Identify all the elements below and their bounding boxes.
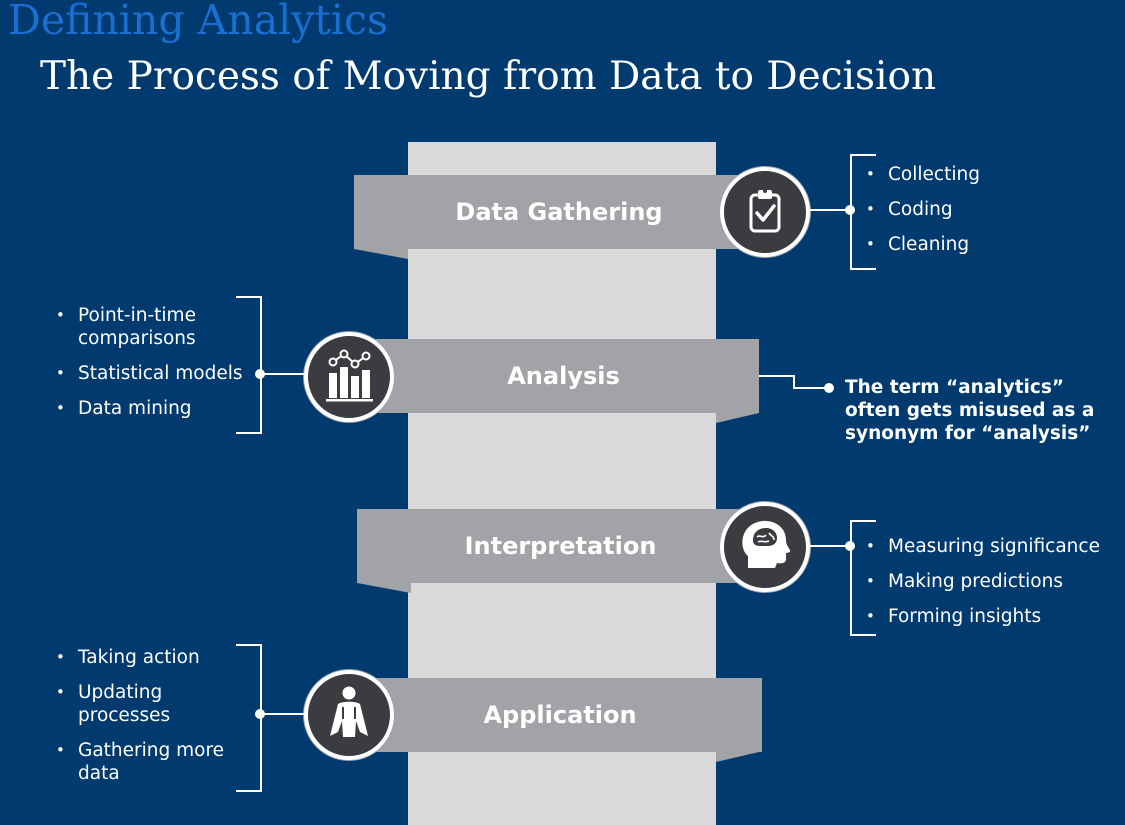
bullet-item: Measuring significance — [864, 535, 1100, 558]
bullet-item: Coding — [864, 198, 980, 221]
band-fold — [716, 752, 759, 762]
bullet-item: Updating processes — [54, 681, 234, 727]
bullet-item: Statistical models — [54, 362, 254, 385]
bullet-item: Taking action — [54, 646, 234, 669]
stage-label: Analysis — [507, 362, 620, 390]
analytics-note: The term “analytics” often gets misused … — [845, 377, 1095, 444]
bullet-item: Forming insights — [864, 605, 1100, 628]
stage-band-analysis: Analysis — [368, 339, 759, 413]
badge — [720, 167, 810, 257]
stage-label: Application — [483, 701, 637, 729]
bullet-item: Data mining — [54, 397, 254, 420]
clipboard-check-icon — [749, 189, 781, 233]
stage-label: Data Gathering — [455, 198, 663, 226]
bullet-bracket — [236, 296, 262, 434]
bullet-item: Gathering more data — [54, 739, 234, 785]
brain-head-icon — [742, 520, 791, 568]
band-fold — [357, 583, 411, 593]
hero-icon — [330, 686, 368, 737]
bullet-item: Point-in-time comparisons — [54, 304, 254, 350]
stage-bullets: Collecting Coding Cleaning — [864, 163, 980, 268]
slide-title: The Process of Moving from Data to Decis… — [40, 54, 937, 99]
badge — [304, 670, 394, 760]
chart-icon — [326, 349, 373, 402]
stage-band-application: Application — [358, 678, 762, 752]
bullet-bracket — [850, 520, 876, 636]
bullet-item: Collecting — [864, 163, 980, 186]
stage-band-data-gathering: Data Gathering — [354, 175, 764, 249]
bullet-item: Making predictions — [864, 570, 1100, 593]
bullet-item: Cleaning — [864, 233, 980, 256]
stage-label: Interpretation — [464, 532, 657, 560]
connector-line — [258, 713, 304, 715]
section-kicker: Defining Analytics — [8, 0, 389, 44]
stage-bullets: Point-in-time comparisons Statistical mo… — [54, 304, 254, 432]
connector-line — [258, 373, 304, 375]
stage-bullets: Taking action Updating processes Gatheri… — [54, 646, 234, 797]
note-connector — [759, 375, 795, 377]
badge — [720, 502, 810, 592]
note-dot — [824, 383, 834, 393]
band-fold — [354, 249, 408, 259]
connector-line — [810, 545, 850, 547]
note-connector — [793, 375, 795, 389]
stage-band-interpretation: Interpretation — [357, 509, 764, 583]
badge — [304, 332, 394, 422]
connector-line — [810, 209, 850, 211]
bullet-bracket — [236, 644, 262, 792]
note-connector — [793, 387, 827, 389]
stage-bullets: Measuring significance Making prediction… — [864, 535, 1100, 640]
bullet-bracket — [850, 154, 876, 270]
band-fold — [716, 413, 759, 423]
